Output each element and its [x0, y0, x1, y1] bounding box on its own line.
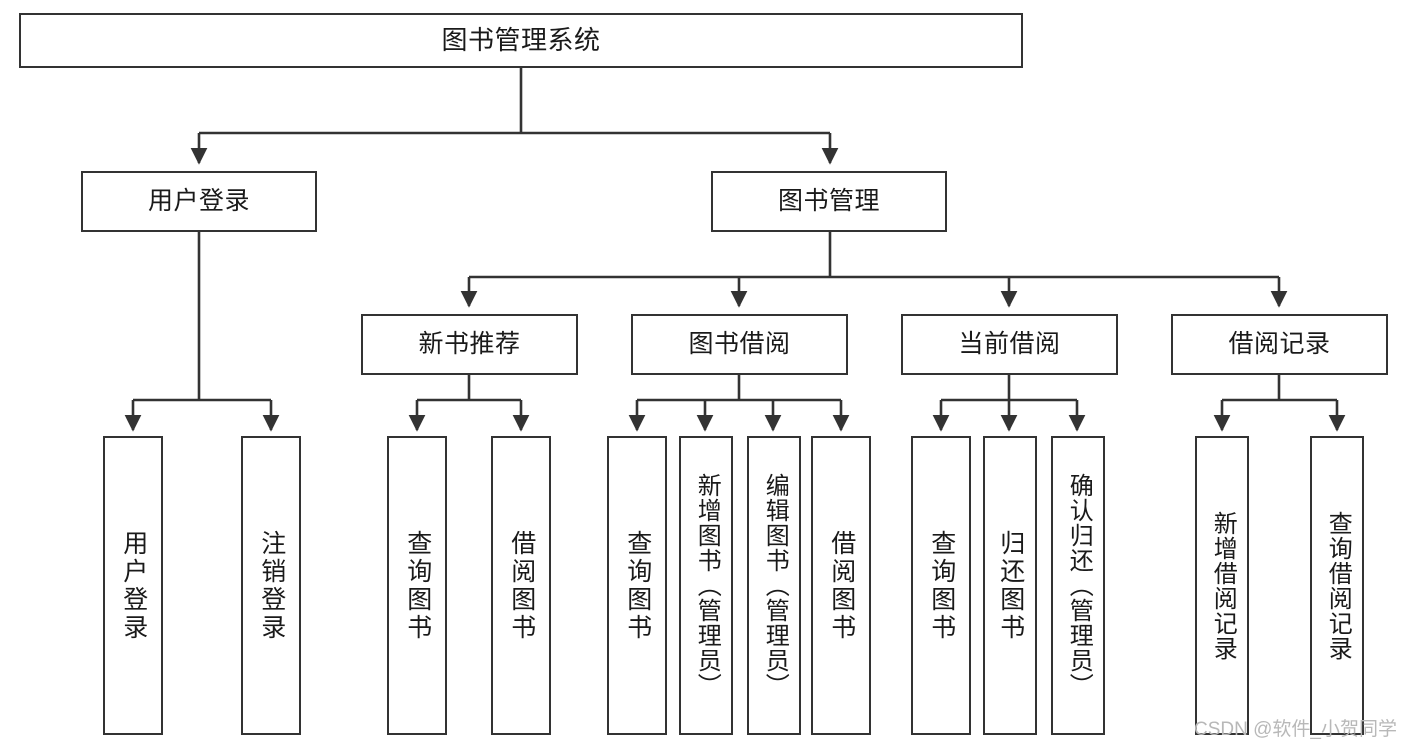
node-label: 用户登录	[119, 529, 148, 642]
node-leaf-add-borrow-record[interactable]: 新增借阅记录	[1195, 436, 1249, 735]
node-leaf-user-login[interactable]: 用户登录	[103, 436, 163, 735]
node-leaf-borrow-books-recommend[interactable]: 借阅图书	[491, 436, 551, 735]
node-label: 图书借阅	[688, 329, 791, 358]
node-root-book-management-system[interactable]: 图书管理系统	[19, 13, 1023, 68]
node-label: 查询图书	[623, 529, 652, 642]
node-label: 当前借阅	[958, 329, 1061, 358]
node-book-management[interactable]: 图书管理	[711, 171, 947, 232]
node-label: 用户登录	[147, 186, 250, 215]
node-label: 图书管理系统	[441, 25, 601, 56]
node-leaf-query-borrow-record[interactable]: 查询借阅记录	[1310, 436, 1364, 735]
node-current-borrowing[interactable]: 当前借阅	[901, 314, 1118, 375]
node-leaf-edit-book-admin[interactable]: 编辑图书（管理员）	[747, 436, 801, 735]
node-label: 查询图书	[927, 529, 956, 642]
node-leaf-add-book-admin[interactable]: 新增图书（管理员）	[679, 436, 733, 735]
node-leaf-return-books[interactable]: 归还图书	[983, 436, 1037, 735]
node-label: 新增图书（管理员）	[693, 473, 721, 698]
node-leaf-logout[interactable]: 注销登录	[241, 436, 301, 735]
node-label: 查询借阅记录	[1324, 510, 1352, 661]
watermark-text: CSDN @软件_小贺同学	[1194, 719, 1397, 740]
node-leaf-query-books-recommend[interactable]: 查询图书	[387, 436, 447, 735]
node-label: 确认归还（管理员）	[1065, 473, 1093, 698]
node-leaf-query-books-borrow[interactable]: 查询图书	[607, 436, 667, 735]
node-book-borrowing[interactable]: 图书借阅	[631, 314, 848, 375]
node-user-login[interactable]: 用户登录	[81, 171, 317, 232]
node-label: 注销登录	[257, 529, 286, 642]
node-label: 借阅图书	[827, 529, 856, 642]
node-label: 图书管理	[777, 186, 880, 215]
node-leaf-query-books-current[interactable]: 查询图书	[911, 436, 971, 735]
node-label: 新书推荐	[418, 329, 521, 358]
node-label: 借阅记录	[1228, 329, 1331, 358]
node-leaf-confirm-return-admin[interactable]: 确认归还（管理员）	[1051, 436, 1105, 735]
node-leaf-borrow-books[interactable]: 借阅图书	[811, 436, 871, 735]
node-label: 归还图书	[996, 529, 1025, 642]
node-label: 编辑图书（管理员）	[761, 473, 789, 698]
node-label: 查询图书	[403, 529, 432, 642]
node-label: 借阅图书	[507, 529, 536, 642]
node-new-book-recommendation[interactable]: 新书推荐	[361, 314, 578, 375]
node-borrowing-records[interactable]: 借阅记录	[1171, 314, 1388, 375]
node-label: 新增借阅记录	[1209, 510, 1237, 661]
